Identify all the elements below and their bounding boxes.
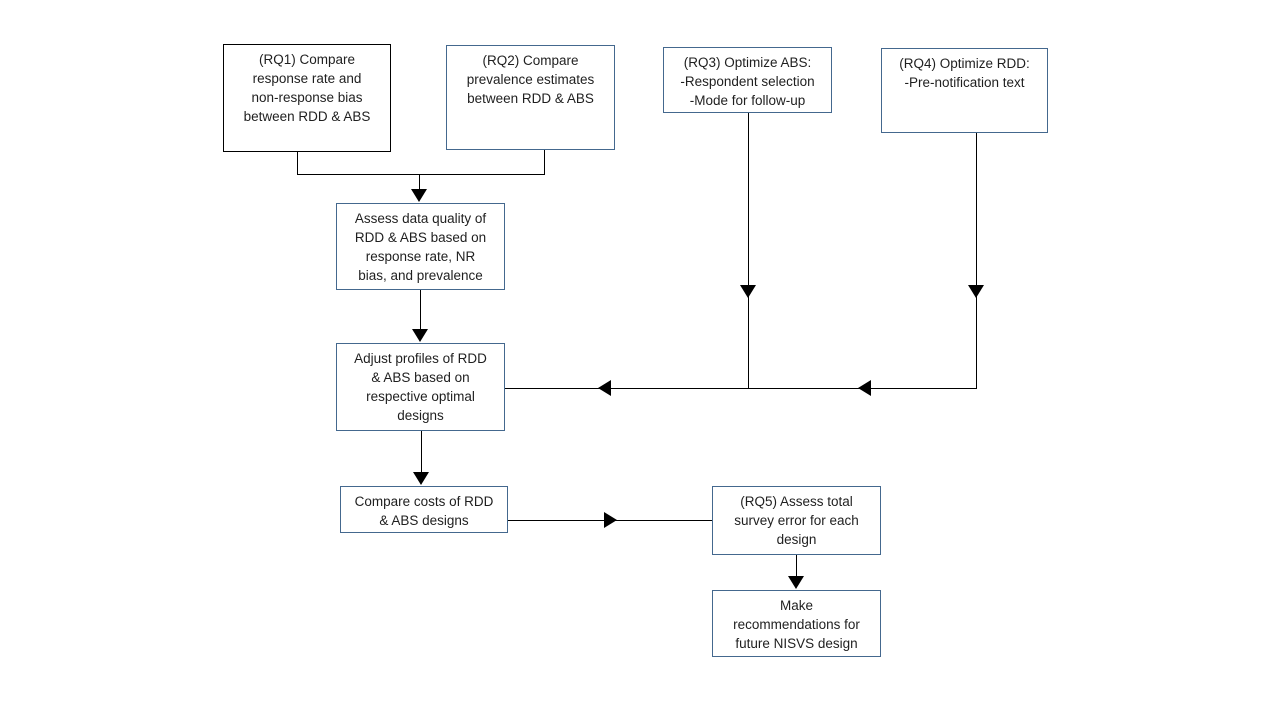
- arrowhead-toward-adjust-2: [858, 380, 871, 396]
- connector-rq1-stub: [297, 152, 298, 174]
- arrowhead-rq3-mid: [740, 285, 756, 298]
- connector-merge-line: [297, 174, 545, 175]
- arrowhead-rq4-mid: [968, 285, 984, 298]
- node-rq2: (RQ2) Compare prevalence estimates betwe…: [446, 45, 615, 150]
- connector-assess-adjust: [420, 290, 421, 332]
- node-recommend-label: Make recommendations for future NISVS de…: [733, 598, 860, 651]
- node-assess: Assess data quality of RDD & ABS based o…: [336, 203, 505, 290]
- node-adjust: Adjust profiles of RDD & ABS based on re…: [336, 343, 505, 431]
- connector-adjust-compare: [421, 431, 422, 475]
- arrowhead-toward-adjust-1: [598, 380, 611, 396]
- node-assess-label: Assess data quality of RDD & ABS based o…: [354, 211, 487, 283]
- node-rq2-label: (RQ2) Compare prevalence estimates betwe…: [466, 53, 595, 106]
- arrowhead-toward-rq5: [604, 512, 617, 528]
- connector-rq4-drop: [976, 133, 977, 388]
- connector-merge-drop: [419, 174, 420, 192]
- node-rq4: (RQ4) Optimize RDD: -Pre-notification te…: [881, 48, 1048, 133]
- node-rq5: (RQ5) Assess total survey error for each…: [712, 486, 881, 555]
- node-rq5-label: (RQ5) Assess total survey error for each…: [734, 494, 859, 547]
- node-rq1: (RQ1) Compare response rate and non-resp…: [223, 44, 391, 152]
- node-adjust-label: Adjust profiles of RDD & ABS based on re…: [354, 351, 487, 423]
- node-compare-costs: Compare costs of RDD & ABS designs: [340, 486, 508, 533]
- node-recommend: Make recommendations for future NISVS de…: [712, 590, 881, 657]
- node-compare-costs-label: Compare costs of RDD & ABS designs: [354, 494, 494, 528]
- node-rq1-label: (RQ1) Compare response rate and non-resp…: [243, 52, 371, 124]
- node-rq4-label: (RQ4) Optimize RDD: -Pre-notification te…: [899, 56, 1030, 90]
- arrowhead-into-adjust: [412, 329, 428, 342]
- arrowhead-into-recommend: [788, 576, 804, 589]
- node-rq3-label: (RQ3) Optimize ABS: -Respondent selectio…: [680, 55, 815, 108]
- connector-feed-adjust: [505, 388, 977, 389]
- connector-rq2-stub: [544, 150, 545, 174]
- node-rq3: (RQ3) Optimize ABS: -Respondent selectio…: [663, 47, 832, 113]
- connector-rq5-recommend: [796, 555, 797, 577]
- arrowhead-into-assess: [411, 189, 427, 202]
- arrowhead-into-compare: [413, 472, 429, 485]
- connector-rq3-drop: [748, 113, 749, 388]
